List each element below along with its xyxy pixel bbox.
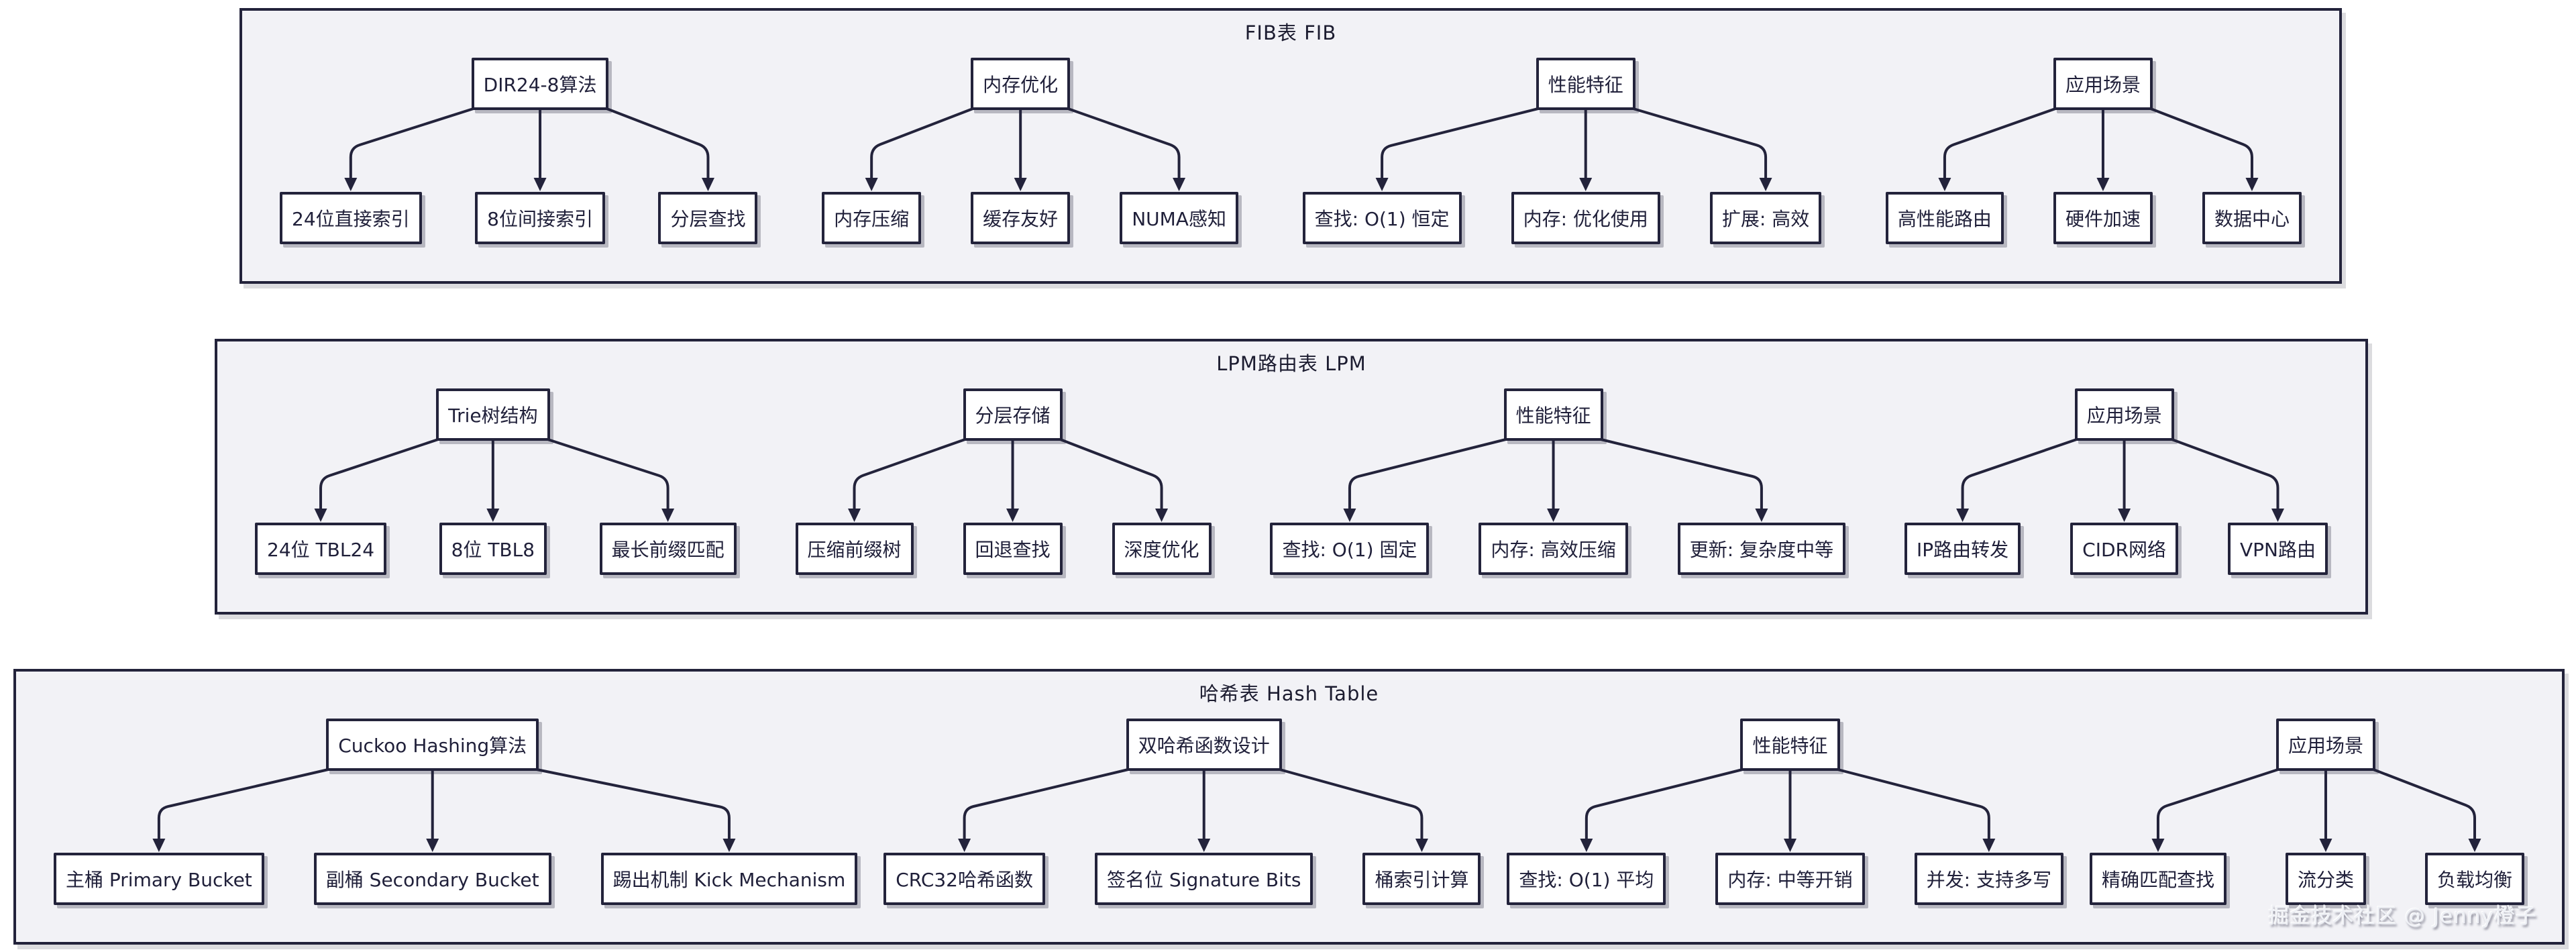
parent-node: 应用场景 [2074,388,2174,441]
parent-node: 内存优化 [971,58,1071,110]
child-node: 数据中心 [2202,192,2302,244]
child-node: IP路由转发 [1904,523,2021,575]
child-node: 踢出机制 Kick Mechanism [600,853,858,905]
child-node: 查找: O(1) 平均 [1507,853,1666,905]
child-node: 负载均衡 [2424,853,2524,905]
child-node: 桶索引计算 [1362,853,1481,905]
child-node: 扩展: 高效 [1709,192,1822,244]
child-node: 高性能路由 [1885,192,2004,244]
parent-node: 应用场景 [2275,719,2375,771]
child-node: 内存: 中等开销 [1715,853,1865,905]
child-node: 签名位 Signature Bits [1095,853,1313,905]
child-node: 深度优化 [1112,523,1212,575]
child-node: 压缩前缀树 [795,523,914,575]
cluster-row: DIR24-8算法 24位直接索引 8位间接索引 分层查找 内存优化 内存压缩 … [242,58,2339,244]
child-node: 并发: 支持多写 [1914,853,2064,905]
child-node: 最长前缀匹配 [599,523,737,575]
section-title: 哈希表 Hash Table [1199,682,1379,705]
parent-node: DIR24-8算法 [471,58,609,110]
child-node: 查找: O(1) 固定 [1270,523,1430,575]
child-node: NUMA感知 [1120,192,1238,244]
section-title: LPM路由表 LPM [1216,352,1366,375]
child-node: 8位 TBL8 [439,523,547,575]
cluster-memory-opt: 内存优化 内存压缩 缓存友好 NUMA感知 [822,58,1238,244]
child-node: 24位 TBL24 [255,523,387,575]
cluster-use-cases: 应用场景 精确匹配查找 流分类 负载均衡 [2089,719,2524,905]
cluster-performance: 性能特征 查找: O(1) 固定 内存: 高效压缩 更新: 复杂度中等 [1270,388,1846,575]
cluster-use-cases: 应用场景 IP路由转发 CIDR网络 VPN路由 [1904,388,2328,575]
child-node: 查找: O(1) 恒定 [1302,192,1462,244]
child-node: 精确匹配查找 [2089,853,2226,905]
child-node: 8位间接索引 [475,192,605,244]
parent-node: 分层存储 [963,388,1063,441]
parent-node: 应用场景 [2053,58,2153,110]
cluster-use-cases: 应用场景 高性能路由 硬件加速 数据中心 [1885,58,2302,244]
parent-node: 双哈希函数设计 [1126,719,1282,771]
cluster-row: Trie树结构 24位 TBL24 8位 TBL8 最长前缀匹配 分层存储 压缩… [217,388,2365,575]
parent-node: 性能特征 [1536,58,1635,110]
child-node: CRC32哈希函数 [883,853,1045,905]
section-panel-lpm: LPM路由表 LPM Trie树结构 24位 TBL24 8位 TBL8 最长前… [215,339,2368,615]
cluster-trie: Trie树结构 24位 TBL24 8位 TBL8 最长前缀匹配 [255,388,737,575]
section-title: FIB表 FIB [1244,21,1337,44]
cluster-double-hash: 双哈希函数设计 CRC32哈希函数 签名位 Signature Bits 桶索引… [883,719,1481,905]
watermark-text: 掘金技术社区 @ Jenny橙子 [2268,904,2537,929]
cluster-dir24-8: DIR24-8算法 24位直接索引 8位间接索引 分层查找 [280,58,758,244]
cluster-performance: 性能特征 查找: O(1) 恒定 内存: 优化使用 扩展: 高效 [1302,58,1822,244]
child-node: CIDR网络 [2070,523,2178,575]
child-node: 内存压缩 [822,192,922,244]
section-panel-hash: 哈希表 Hash Table Cuckoo Hashing算法 主桶 Prima… [13,669,2565,945]
child-node: 更新: 复杂度中等 [1677,523,1846,575]
section-panel-fib: FIB表 FIB DIR24-8算法 24位直接索引 8位间接索引 分层查找 内… [239,8,2342,284]
child-node: 副桶 Secondary Bucket [313,853,551,905]
parent-node: Trie树结构 [436,388,550,441]
child-node: 内存: 高效压缩 [1479,523,1628,575]
child-node: 硬件加速 [2053,192,2153,244]
child-node: 内存: 优化使用 [1511,192,1660,244]
cluster-tiered-storage: 分层存储 压缩前缀树 回退查找 深度优化 [795,388,1212,575]
child-node: VPN路由 [2227,523,2328,575]
child-node: 回退查找 [963,523,1063,575]
cluster-row: Cuckoo Hashing算法 主桶 Primary Bucket 副桶 Se… [16,719,2562,905]
child-node: 缓存友好 [971,192,1071,244]
parent-node: 性能特征 [1503,388,1603,441]
child-node: 主桶 Primary Bucket [54,853,264,905]
child-node: 24位直接索引 [280,192,422,244]
cluster-performance: 性能特征 查找: O(1) 平均 内存: 中等开销 并发: 支持多写 [1507,719,2064,905]
child-node: 分层查找 [658,192,758,244]
parent-node: Cuckoo Hashing算法 [326,719,539,771]
parent-node: 性能特征 [1740,719,1840,771]
child-node: 流分类 [2285,853,2366,905]
cluster-cuckoo: Cuckoo Hashing算法 主桶 Primary Bucket 副桶 Se… [54,719,858,905]
